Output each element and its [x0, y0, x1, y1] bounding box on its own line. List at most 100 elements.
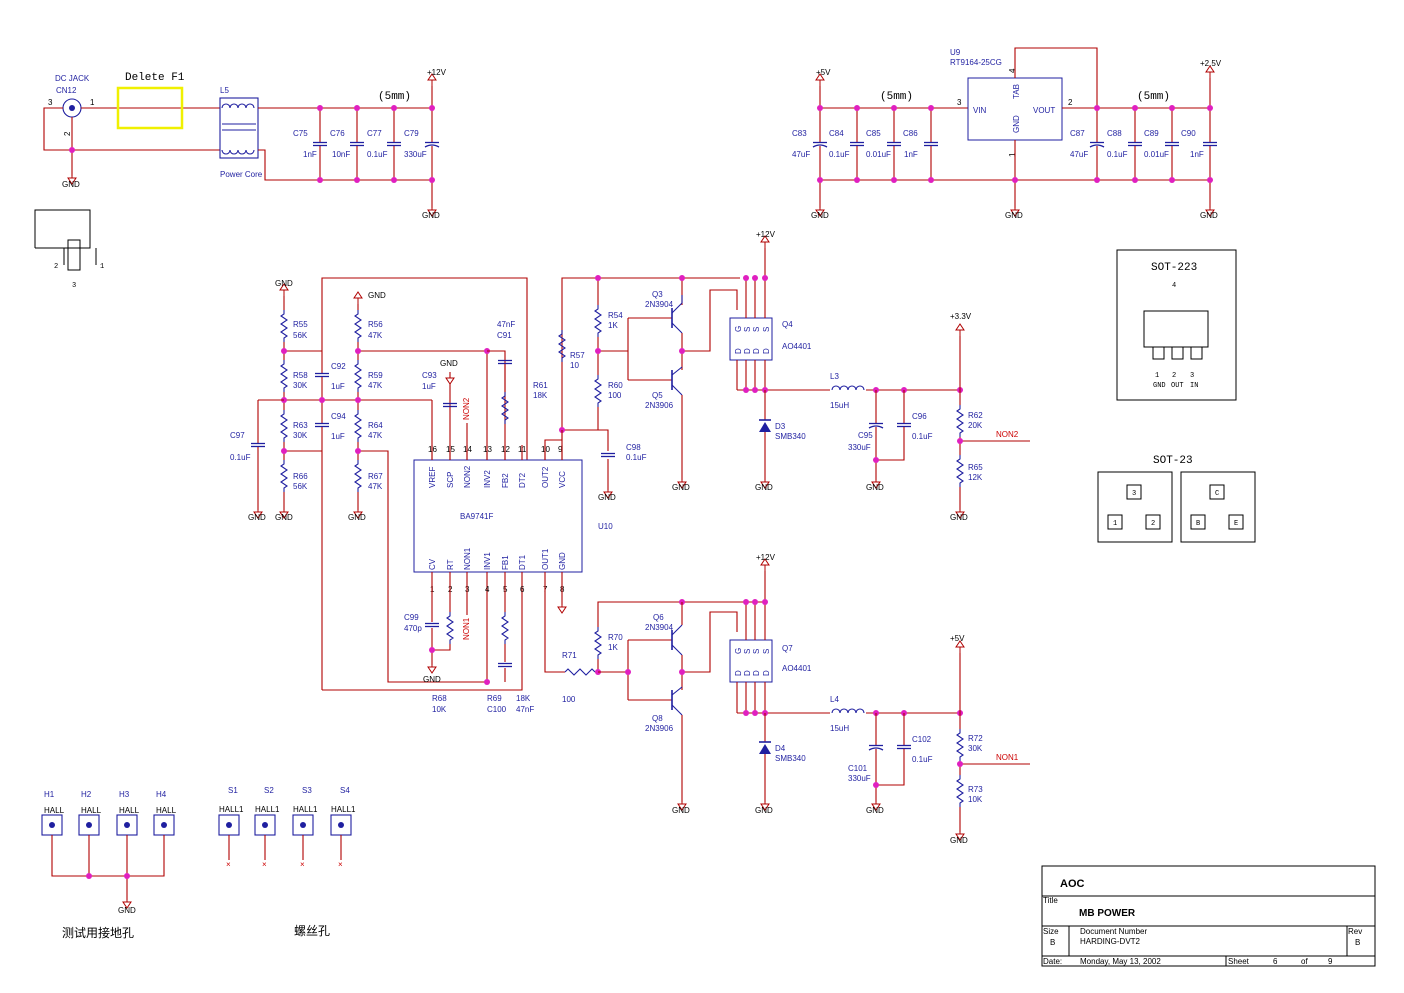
c77-value: 0.1uF	[367, 150, 388, 159]
date-label: Date:	[1043, 957, 1062, 966]
q4-mosfet	[729, 317, 773, 361]
screw-holes-caption: 螺丝孔	[294, 924, 330, 938]
5mm-note-3: (5mm)	[1137, 91, 1170, 103]
r70-value: 1K	[608, 643, 618, 652]
u10-part: BA9741F	[460, 512, 493, 521]
c84-capacitor	[849, 105, 865, 183]
c76-capacitor	[349, 105, 365, 183]
sot223-pin-1-name: GND	[1153, 382, 1166, 390]
screw-ref: S2	[264, 786, 274, 795]
c85-value: 0.01uF	[866, 150, 891, 159]
u10-pin-number: 9	[558, 445, 563, 454]
c93-ref: C93	[422, 371, 437, 380]
c99-value: 470p	[404, 624, 422, 633]
svg-text:1: 1	[90, 98, 95, 107]
d4-ref: D4	[775, 744, 786, 753]
gnd-label: GND	[1200, 211, 1218, 220]
c86-capacitor	[923, 105, 939, 183]
c94-value: 1uF	[331, 432, 345, 441]
l5-ref: L5	[220, 86, 229, 95]
screw-drill	[300, 822, 306, 828]
gnd-label: GND	[672, 483, 690, 492]
sot223-title: SOT-223	[1151, 262, 1197, 274]
q4-part: AO4401	[782, 342, 812, 351]
r58-value: 30K	[293, 381, 308, 390]
r61-ref: R61	[533, 381, 548, 390]
u10-pin-name: NON2	[463, 465, 472, 488]
sheet-number: 6	[1273, 957, 1278, 966]
u10-pin-number: 14	[463, 445, 472, 454]
p12v-label-top: +12V	[756, 230, 776, 239]
mosfet-pin-g: G	[734, 648, 743, 654]
dc-jack-label: DC JACK	[55, 74, 90, 83]
r59-ref: R59	[368, 371, 383, 380]
c86-value: 1nF	[904, 150, 918, 159]
c89-ref: C89	[1144, 129, 1159, 138]
c77-ref: C77	[367, 129, 382, 138]
screw-drill	[262, 822, 268, 828]
r64-value: 47K	[368, 431, 383, 440]
r72-ref: R72	[968, 734, 983, 743]
c83-value: 47uF	[792, 150, 810, 159]
gnd-label: GND	[440, 359, 458, 368]
u9-regulator-ic	[967, 77, 1063, 141]
c90-value: 1nF	[1190, 150, 1204, 159]
cn12-ref: CN12	[56, 86, 77, 95]
c86-ref: C86	[903, 129, 918, 138]
r57-ref: R57	[570, 351, 585, 360]
r72-value: 30K	[968, 744, 983, 753]
c90-ref: C90	[1181, 129, 1196, 138]
p12v-label-bottom: +12V	[756, 553, 776, 562]
c102-value: 0.1uF	[912, 755, 933, 764]
q3-npn-transistor	[671, 295, 683, 334]
u10-pin-number: 6	[520, 585, 525, 594]
u10-pin-number: 16	[428, 445, 437, 454]
hole-drill	[86, 822, 92, 828]
no-connect-mark: ×	[300, 860, 305, 869]
u10-pin-name: VCC	[558, 471, 567, 488]
q7-part: AO4401	[782, 664, 812, 673]
no-connect-mark: ×	[226, 860, 231, 869]
hole-ref: H2	[81, 790, 92, 799]
q8-ref: Q8	[652, 714, 663, 723]
mosfet-pin-s: S	[743, 649, 752, 654]
u10-pin-number: 11	[518, 445, 527, 454]
gnd-label: GND	[811, 211, 829, 220]
svg-text:1: 1	[100, 263, 104, 271]
u10-top-network: GND C93 1uF NON2 47nF C91 R57 10 R61 18K…	[422, 277, 740, 502]
hole-ref: H1	[44, 790, 55, 799]
u10-pin-name: INV2	[483, 470, 492, 488]
c91-value: 47nF	[497, 320, 515, 329]
no-connect-mark: ×	[262, 860, 267, 869]
c84-ref: C84	[829, 129, 844, 138]
sot223-pin-2-name: OUT	[1171, 382, 1184, 390]
r73-ref: R73	[968, 785, 983, 794]
c95-ref: C95	[858, 431, 873, 440]
u10-pin-number: 13	[483, 445, 492, 454]
c83-capacitor	[812, 105, 828, 208]
c75-ref: C75	[293, 129, 308, 138]
gnd-label: GND	[755, 483, 773, 492]
svg-text:2: 2	[1068, 98, 1073, 107]
r66-value: 56K	[293, 482, 308, 491]
rev-value: B	[1355, 938, 1360, 947]
c85-capacitor	[886, 105, 902, 183]
dc-jack-pin	[69, 105, 75, 111]
c75-value: 1nF	[303, 150, 317, 159]
u10-pin-name: OUT2	[541, 466, 550, 488]
c88-ref: C88	[1107, 129, 1122, 138]
u9-part: RT9164-25CG	[950, 58, 1002, 67]
q7-mosfet	[729, 639, 773, 683]
screw-type: HALL1	[219, 805, 244, 814]
hole-ref: H4	[156, 790, 167, 799]
hole-drill	[124, 822, 130, 828]
mounting-holes: GND 测试用接地孔 螺丝孔 H1HALLH2HALLH3HALLH4HALLS…	[41, 786, 356, 940]
screw-ref: S1	[228, 786, 238, 795]
c92-ref: C92	[331, 362, 346, 371]
u10-pin-number: 4	[485, 585, 490, 594]
5mm-note-2: (5mm)	[880, 91, 913, 103]
l5-value: Power Core	[220, 170, 263, 179]
d3-part: SMB340	[775, 432, 806, 441]
